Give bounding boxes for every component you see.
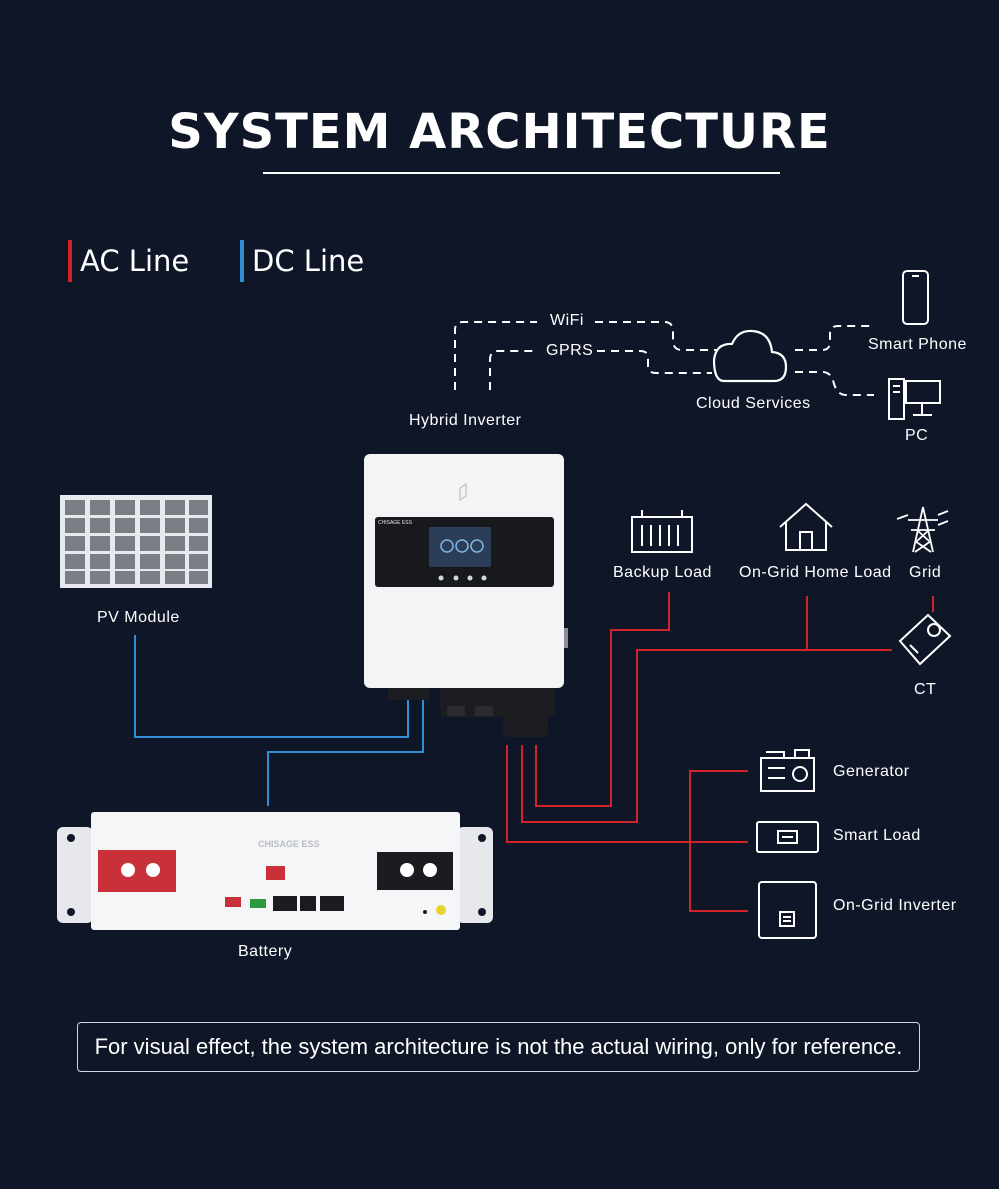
communication-links [454, 321, 874, 396]
pc-label: PC [905, 427, 929, 444]
generator-label: Generator [833, 763, 910, 780]
pc-icon [888, 378, 941, 420]
cloud-icon [712, 329, 788, 383]
ct-label: CT [914, 681, 937, 698]
legend-ac: AC Line [68, 240, 189, 282]
hybrid-inverter-unit: CHISAGE ESS [364, 454, 568, 737]
pv-module-label: PV Module [97, 609, 180, 626]
generator-icon [760, 749, 815, 792]
legend-dc-label: DC Line [252, 244, 365, 278]
disclaimer-note: For visual effect, the system architectu… [77, 1022, 920, 1072]
wifi-label: WiFi [550, 312, 584, 329]
smart-phone-icon [902, 270, 929, 325]
on-grid-home-load-label: On-Grid Home Load [739, 564, 892, 581]
ac-line-swatch [68, 240, 72, 282]
dc-lines [134, 635, 424, 806]
backup-load-label: Backup Load [613, 564, 712, 581]
ac-lines [506, 592, 934, 912]
battery-unit: CHISAGE ESS [57, 812, 493, 930]
cloud-services-label: Cloud Services [696, 395, 811, 412]
pv-module-icon [60, 495, 212, 588]
legend-dc: DC Line [240, 240, 364, 282]
smart-load-icon [756, 821, 819, 853]
inverter-brand: CHISAGE ESS [378, 520, 413, 526]
legend-ac-label: AC Line [80, 244, 190, 278]
gprs-label: GPRS [546, 342, 594, 359]
backup-load-icon [631, 510, 693, 553]
grid-label: Grid [909, 564, 942, 581]
on-grid-inverter-label: On-Grid Inverter [833, 897, 957, 914]
page-title: SYSTEM ARCHITECTURE [168, 104, 831, 160]
on-grid-inverter-icon [758, 881, 817, 939]
title-underline [263, 172, 780, 174]
home-icon [779, 502, 833, 551]
ct-clamp-icon [898, 613, 952, 666]
grid-tower-icon [896, 506, 949, 553]
battery-brand: CHISAGE ESS [258, 839, 320, 849]
dc-line-swatch [240, 240, 244, 282]
smart-load-label: Smart Load [833, 827, 921, 844]
hybrid-inverter-label: Hybrid Inverter [409, 412, 522, 429]
disclaimer-text: For visual effect, the system architectu… [94, 1034, 903, 1059]
smart-phone-label: Smart Phone [868, 336, 967, 353]
battery-label: Battery [238, 943, 293, 960]
